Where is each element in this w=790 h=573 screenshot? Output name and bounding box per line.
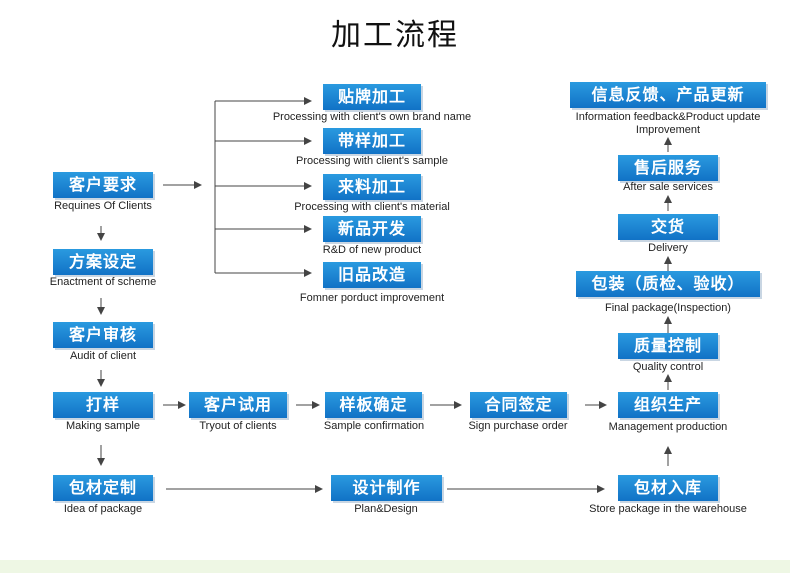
caption-contract: Sign purchase order [468, 420, 568, 432]
caption-confirm: Sample confirmation [323, 420, 425, 432]
node-quality: 质量控制 [618, 333, 718, 359]
node-oem: 贴牌加工 [323, 84, 421, 110]
node-finalpack: 包装（质检、验收） [576, 271, 760, 297]
caption-making: Making sample [66, 420, 140, 432]
node-oldimprove: 旧品改造 [323, 262, 421, 288]
bottom-band [0, 560, 790, 573]
node-feedback: 信息反馈、产品更新 [570, 82, 766, 108]
caption-aftersale: After sale services [623, 181, 713, 193]
node-requirement: 客户要求 [53, 172, 153, 198]
caption-finalpack: Final package(Inspection) [605, 302, 731, 314]
caption-oldimprove: Fomner porduct improvement [299, 292, 445, 304]
caption-sample: Processing with client's sample [296, 155, 448, 167]
node-production: 组织生产 [618, 392, 718, 418]
node-making: 打样 [53, 392, 153, 418]
caption-material: Processing with client's material [294, 201, 450, 213]
caption-audit: Audit of client [69, 350, 137, 362]
caption-production: Management production [608, 421, 728, 433]
caption-requirement: Requines Of Clients [54, 200, 152, 212]
node-plan: 设计制作 [331, 475, 442, 501]
caption-newproduct: R&D of new product [322, 244, 422, 256]
node-audit: 客户审核 [53, 322, 153, 348]
caption-oem: Processing with client's own brand name [272, 111, 472, 123]
caption-warehouse: Store package in the warehouse [589, 503, 747, 515]
caption-quality: Quality control [632, 361, 704, 373]
node-tryout: 客户试用 [189, 392, 287, 418]
node-delivery: 交货 [618, 214, 718, 240]
caption-plan: Plan&Design [354, 503, 418, 515]
caption-tryout: Tryout of clients [199, 420, 277, 432]
caption-delivery: Delivery [648, 242, 688, 254]
node-newproduct: 新品开发 [323, 216, 421, 242]
node-warehouse: 包材入库 [618, 475, 718, 501]
node-material: 来料加工 [323, 174, 421, 200]
node-sample: 带样加工 [323, 128, 421, 154]
page-title: 加工流程 [331, 18, 459, 53]
node-package: 包材定制 [53, 475, 153, 501]
node-aftersale: 售后服务 [618, 155, 718, 181]
node-contract: 合同签定 [470, 392, 567, 418]
node-scheme: 方案设定 [53, 249, 153, 275]
node-confirm: 样板确定 [325, 392, 422, 418]
caption-package: Idea of package [63, 503, 143, 515]
caption-scheme: Enactment of scheme [49, 276, 157, 288]
caption-feedback: Information feedback&Product update Impr… [575, 111, 761, 136]
